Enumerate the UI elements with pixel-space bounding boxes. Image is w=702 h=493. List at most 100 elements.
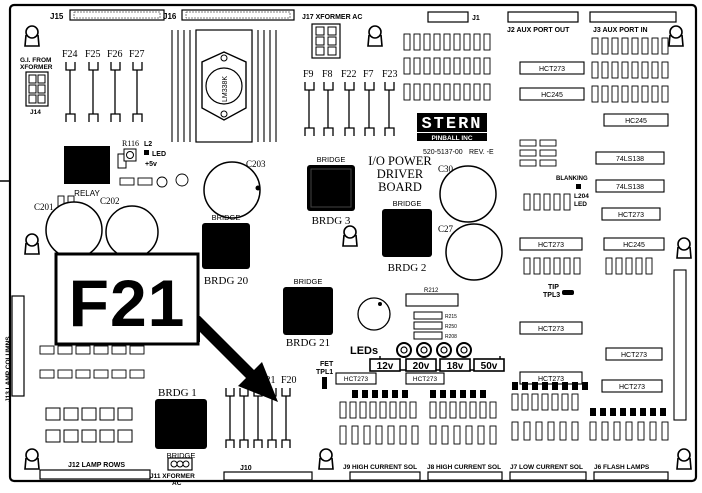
chip-hct273-b: HCT273	[601, 207, 661, 221]
capacitor-c203: C203	[203, 159, 266, 219]
svg-text:HCT273: HCT273	[538, 376, 564, 383]
led-20v: 20v	[413, 361, 430, 372]
j1-label: J1	[472, 15, 480, 22]
logo-text: STERN	[421, 115, 482, 134]
fuse-f24	[65, 62, 76, 122]
chip-hct273-h: HCT273	[405, 372, 445, 385]
connector-j1: J1	[427, 11, 480, 23]
connector-j2: J2 AUX PORT OUT	[507, 11, 579, 34]
f21-callout: F21	[54, 252, 278, 402]
svg-text:J13 LAMP COLUMNS: J13 LAMP COLUMNS	[5, 336, 12, 402]
svg-text:LED: LED	[152, 151, 166, 158]
connector-j14: G.I. FROM XFORMER J14	[20, 57, 53, 116]
chip-hct273-d: HCT273	[519, 321, 583, 335]
svg-text:HCT273: HCT273	[619, 384, 645, 391]
driver-resistors	[339, 393, 669, 445]
bridge-brdg20: BRIDGE BRDG 20	[202, 213, 250, 287]
fuse-f20	[281, 388, 291, 448]
svg-text:RELAY: RELAY	[74, 189, 100, 198]
svg-text:J8 HIGH CURRENT SOL: J8 HIGH CURRENT SOL	[427, 464, 501, 471]
chip-hct273-a: HCT273	[519, 61, 585, 75]
capacitor-c30: C30	[438, 164, 497, 223]
resistor-bank-r212: R212 R215 R250 R208	[405, 288, 459, 340]
chip-hc245-b: HC245	[603, 113, 669, 127]
svg-text:BRDG 1: BRDG 1	[158, 387, 197, 399]
fuse-f25-label: F25	[85, 49, 101, 60]
svg-text:R208: R208	[445, 334, 457, 340]
svg-text:FET: FET	[320, 361, 334, 368]
svg-text:HCT273: HCT273	[621, 352, 647, 359]
mounting-hole	[676, 237, 692, 259]
j16-label: J16	[163, 12, 177, 21]
capacitor-small	[357, 297, 391, 331]
connector-j6: J6 FLASH LAMPS	[593, 464, 669, 481]
capacitor-c27: C27	[438, 223, 503, 281]
svg-text:TPL1: TPL1	[316, 369, 333, 376]
fuse-f27	[132, 62, 143, 122]
svg-text:J9 HIGH CURRENT SOL: J9 HIGH CURRENT SOL	[343, 464, 417, 471]
svg-text:HCT273: HCT273	[618, 212, 644, 219]
svg-text:J11 XFORMER: J11 XFORMER	[150, 473, 195, 480]
blanking-label: BLANKING	[556, 176, 588, 182]
connector-j12: J12 LAMP ROWS	[39, 462, 151, 480]
mounting-hole	[676, 448, 692, 470]
bridge-brdg21: BRIDGE BRDG 21	[283, 277, 333, 349]
svg-text:C30: C30	[438, 164, 454, 174]
callout-label: F21	[69, 266, 186, 340]
l204-led-word: LED	[574, 201, 587, 208]
lamp-row-transistors	[45, 407, 133, 443]
j15-label: J15	[50, 12, 64, 21]
fuse-f8-label: F8	[322, 69, 333, 80]
svg-text:R250: R250	[445, 324, 457, 330]
resistor-array-top	[403, 33, 491, 101]
l2-led: L2 LED +5v	[144, 141, 166, 168]
svg-text:C27: C27	[438, 224, 454, 234]
connector-j3: J3 AUX PORT IN	[589, 11, 677, 34]
svg-text:C202: C202	[100, 196, 120, 206]
voltage-leds: LEDs 12v 20v 18v 50v	[350, 342, 505, 372]
fuse-f9	[304, 82, 315, 136]
stern-logo: STERN PINBALL INC	[417, 113, 487, 142]
svg-text:TPL3: TPL3	[543, 292, 560, 299]
callout-box	[54, 252, 200, 346]
svg-text:BRDG 2: BRDG 2	[388, 262, 427, 274]
fuse-f20-label: F20	[281, 375, 297, 386]
connector-j8: J8 HIGH CURRENT SOL	[427, 464, 503, 481]
chip-hct273-g: HCT273	[601, 379, 663, 393]
connector-right-edge	[673, 269, 687, 421]
svg-text:BRDG 20: BRDG 20	[204, 275, 249, 287]
blanking-led	[576, 184, 581, 189]
fuse-f24-label: F24	[62, 49, 78, 60]
mounting-hole	[24, 233, 40, 255]
j14-label: J14	[30, 109, 41, 116]
regulator-label: LM338K	[222, 76, 229, 102]
svg-text:BRDG 21: BRDG 21	[286, 337, 330, 349]
fuse-f23	[384, 82, 395, 136]
svg-text:L2: L2	[144, 141, 152, 148]
svg-text:HCT273: HCT273	[538, 242, 564, 249]
svg-text:BRIDGE: BRIDGE	[212, 213, 241, 222]
svg-text:C201: C201	[34, 202, 54, 212]
connector-j16: J16	[163, 9, 295, 21]
board-title-2: DRIVER	[377, 167, 424, 181]
l204-label: L204	[574, 193, 589, 200]
connector-j17: J17 XFORMER AC	[302, 14, 362, 59]
chip-74ls138-a: 74LS138	[595, 151, 665, 165]
svg-text:J12 LAMP ROWS: J12 LAMP ROWS	[68, 462, 125, 469]
chip-hct273-i: HCT273	[335, 372, 377, 385]
fuse-f26-label: F26	[107, 49, 123, 60]
fuse-f27-label: F27	[129, 49, 145, 60]
svg-text:BRIDGE: BRIDGE	[393, 199, 422, 208]
fuse-group-middle: F9 F8 F22 F7 F23	[303, 69, 398, 136]
bridge-brdg2: BRIDGE BRDG 2	[382, 199, 432, 274]
svg-text:BRIDGE: BRIDGE	[167, 451, 196, 460]
svg-text:C203: C203	[246, 159, 266, 169]
gi-label-2: XFORMER	[20, 64, 53, 71]
fuse-f23-label: F23	[382, 69, 398, 80]
fuse-f22-label: F22	[341, 69, 357, 80]
svg-text:AC: AC	[172, 480, 182, 487]
chip-hct273-f: HCT273	[519, 371, 583, 385]
bridge-brdg1: BRDG 1 BRIDGE	[155, 387, 207, 460]
connector-j7: J7 LOW CURRENT SOL	[509, 464, 587, 481]
